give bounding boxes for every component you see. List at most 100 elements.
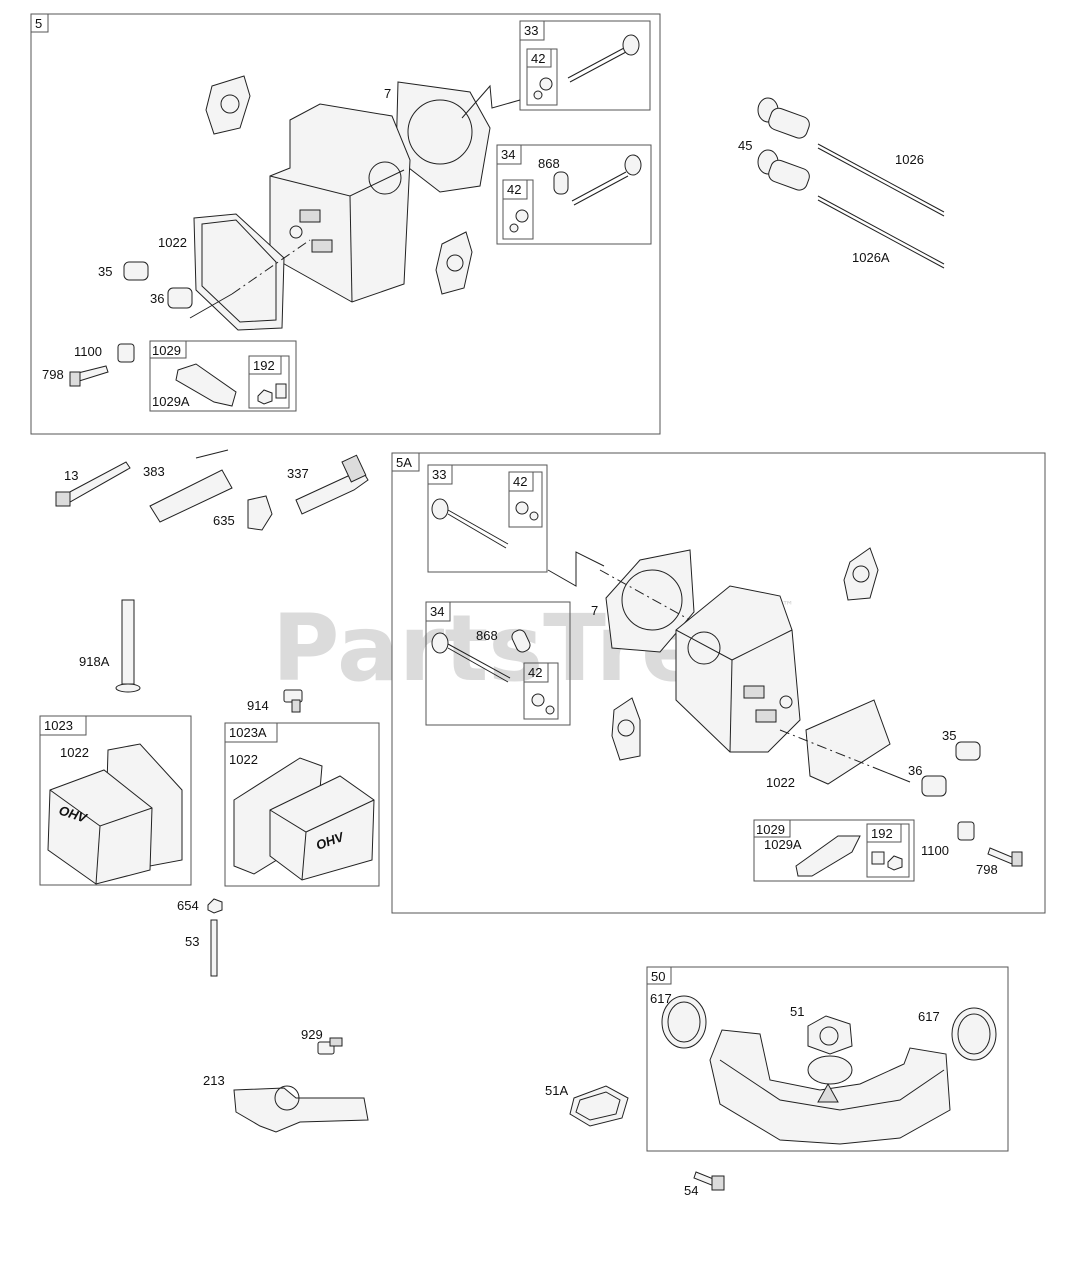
group-5a-42a-label: 42 <box>513 474 527 489</box>
label-213: 213 <box>203 1073 225 1088</box>
group-5-cylinder-head: 5 33 42 34 868 42 7 <box>30 13 661 435</box>
label-868: 868 <box>538 156 560 171</box>
group-5a-cylinder-head: 5A 33 42 34 868 42 7 <box>391 452 1046 914</box>
group-5a-1029-frame <box>753 819 915 882</box>
group-5a-34-frame <box>425 601 571 726</box>
label-5a-1029a: 1029A <box>764 837 802 852</box>
5a-rocker-ball-icon <box>957 821 975 841</box>
group-42a-tag <box>526 48 552 68</box>
exhaust-valve-stem <box>571 171 627 202</box>
label-5a-1100: 1100 <box>921 843 949 858</box>
intake-valve-head-icon <box>622 34 640 56</box>
group-50-label: 50 <box>651 969 665 984</box>
label-1022: 1022 <box>158 235 187 250</box>
group-5a-1029-tag <box>753 819 791 838</box>
5a-exhaust-gasket-icon <box>611 697 641 761</box>
rocker-cover-1023: 1023 1022 OHV <box>39 715 192 886</box>
valve-guide-icon <box>553 171 569 195</box>
exhaust-manifold-icon <box>709 1029 951 1145</box>
gasket-51-icon <box>807 1015 853 1055</box>
label-918a: 918A <box>79 654 110 669</box>
label-654: 654 <box>177 898 199 913</box>
label-51: 51 <box>790 1004 804 1019</box>
group-1029-label: 1029 <box>152 343 181 358</box>
stud-53-icon <box>210 919 218 977</box>
push-rod-1026a <box>817 195 945 265</box>
group-1023-label: 1023 <box>44 718 73 733</box>
rocker-arm-icon <box>175 363 237 407</box>
group-1023a-label: 1023A <box>229 725 267 740</box>
label-1023a-1022: 1022 <box>229 752 258 767</box>
cover-fasteners: 654 53 <box>177 898 223 977</box>
rocker-cover-a-icon <box>269 775 375 881</box>
group-5a-192-tag <box>866 823 902 843</box>
label-798: 798 <box>42 367 64 382</box>
dipstick-tube-icon <box>121 599 135 685</box>
label-35: 35 <box>98 264 112 279</box>
group-5a-42a-tag <box>508 471 534 492</box>
gasket-617b-icon <box>951 1007 997 1061</box>
group-5a-42b-label: 42 <box>528 665 542 680</box>
group-50-exhaust-manifold: 50 617 51 617 51A 54 <box>545 966 1009 1198</box>
group-5a-33-frame <box>427 464 548 573</box>
label-617a: 617 <box>650 991 672 1006</box>
label-53: 53 <box>185 934 199 949</box>
label-5a-868: 868 <box>476 628 498 643</box>
gasket-617a-icon <box>661 995 707 1049</box>
label-36: 36 <box>150 291 164 306</box>
group-5a-33-tag <box>427 464 453 485</box>
label-5a-1022: 1022 <box>766 775 795 790</box>
group-42b-tag <box>502 179 528 200</box>
group-192-label: 192 <box>253 358 275 373</box>
group-34-frame <box>496 144 652 245</box>
label-635: 635 <box>213 513 235 528</box>
5a-spring-36-icon <box>921 775 947 797</box>
group-192-tag <box>248 355 282 375</box>
group-34-label: 34 <box>501 147 515 162</box>
label-1026: 1026 <box>895 152 924 167</box>
label-914: 914 <box>247 698 269 713</box>
label-929: 929 <box>301 1027 323 1042</box>
5a-head-gasket-icon <box>605 549 695 653</box>
group-1023-frame <box>39 715 192 886</box>
label-5a-7: 7 <box>591 603 598 618</box>
group-1029-frame <box>149 340 297 412</box>
5a-cover-gasket-icon <box>805 699 891 785</box>
group-5a-1029-label: 1029 <box>756 822 785 837</box>
label-617b: 617 <box>918 1009 940 1024</box>
5a-spring-35-icon <box>955 741 981 761</box>
group-1023a-tag <box>224 722 278 743</box>
governor-bracket: 929 213 <box>203 1027 369 1133</box>
group-42b-label: 42 <box>507 182 521 197</box>
valve-seal-icon <box>539 77 553 91</box>
group-5-tag <box>30 13 49 33</box>
push-rod-1026 <box>817 143 945 213</box>
group-5a-33-label: 33 <box>432 467 446 482</box>
group-1023-tag <box>39 715 87 736</box>
cover-gasket-icon <box>193 213 285 331</box>
group-5a-42b-tag <box>523 662 549 683</box>
exhaust-valve-head-icon <box>624 154 642 176</box>
group-5a-label: 5A <box>396 455 412 470</box>
group-5a-192-label: 192 <box>871 826 893 841</box>
group-50-tag <box>646 966 672 985</box>
nut-654-icon <box>207 898 223 914</box>
group-5-frame <box>30 13 661 435</box>
rocker-cover-1023a: 1023A 1022 OHV <box>224 722 380 887</box>
label-1023-1022: 1022 <box>60 745 89 760</box>
label-337: 337 <box>287 466 309 481</box>
group-33-frame <box>519 20 651 111</box>
breather-tube-icon <box>149 469 233 523</box>
label-1026a: 1026A <box>852 250 890 265</box>
group-5a-34-tag <box>425 601 451 622</box>
label-51a: 51A <box>545 1083 568 1098</box>
screw-192-icon <box>275 383 287 399</box>
label-5a-36: 36 <box>908 763 922 778</box>
group-5a-frame <box>391 452 1046 914</box>
bracket-213-icon <box>233 1087 369 1133</box>
group-5a-34-label: 34 <box>430 604 444 619</box>
loose-parts-left: 13 383 337 635 918A 914 <box>55 449 369 713</box>
group-50-frame <box>646 966 1009 1152</box>
label-7: 7 <box>384 86 391 101</box>
